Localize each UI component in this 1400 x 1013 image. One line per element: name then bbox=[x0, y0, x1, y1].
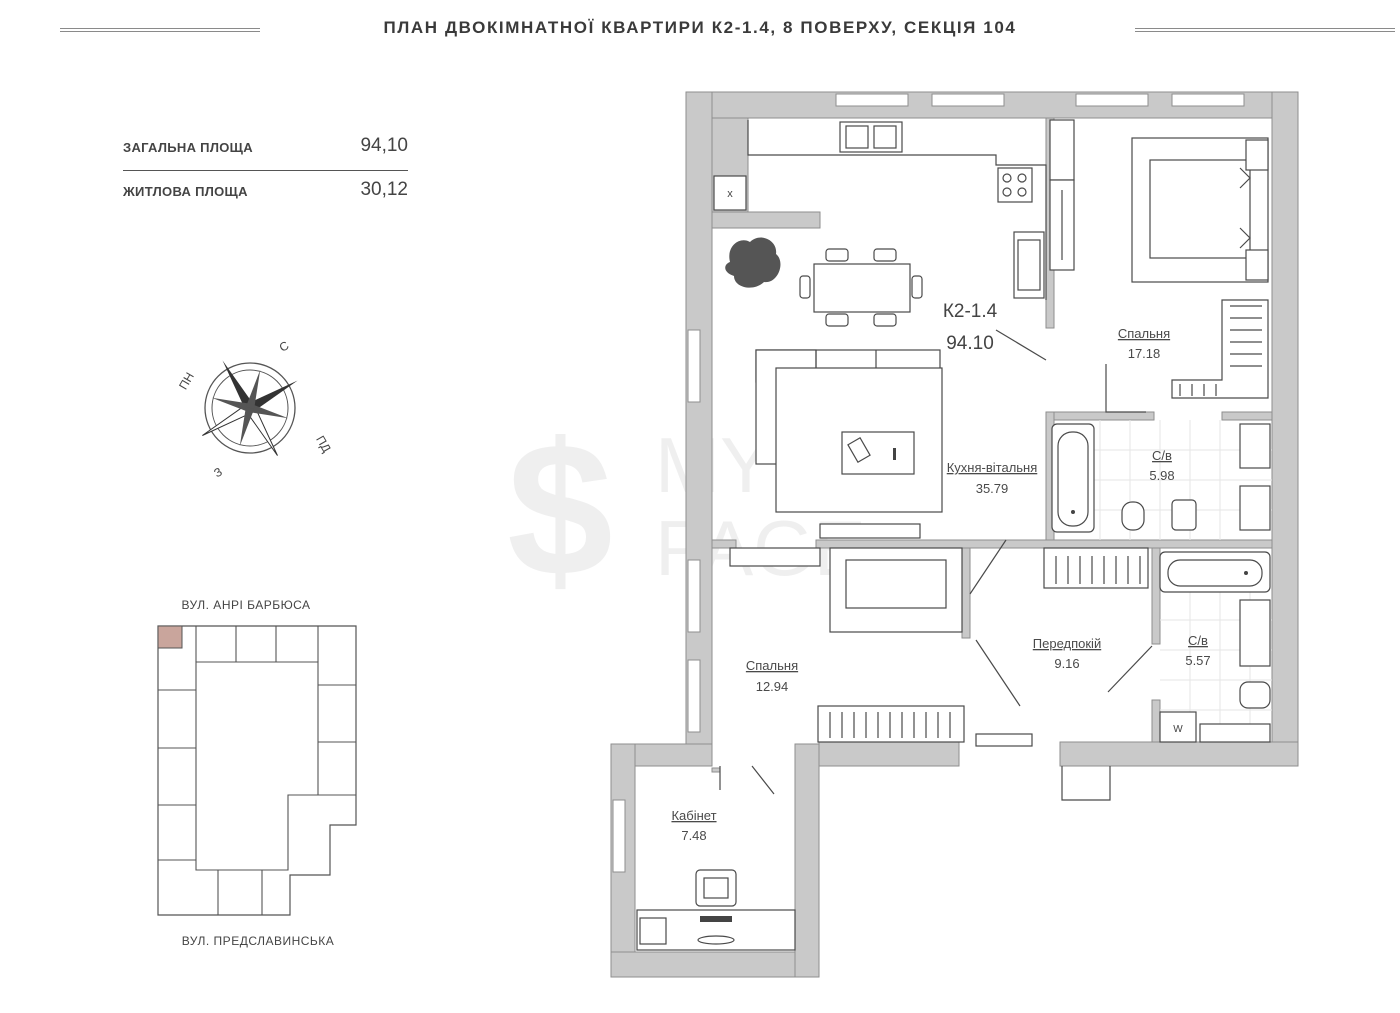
room-name: Передпокій bbox=[1033, 636, 1101, 651]
area-row-living: ЖИТЛОВА ПЛОЩА 30,12 bbox=[123, 176, 408, 220]
room-area: 9.16 bbox=[1054, 656, 1079, 671]
street-label-top: ВУЛ. АНРІ БАРБЮСА bbox=[181, 598, 310, 612]
bathroom-2-fixtures: W bbox=[1159, 551, 1271, 743]
header-rule-left bbox=[60, 28, 260, 32]
area-label: ЖИТЛОВА ПЛОЩА bbox=[123, 184, 248, 199]
bedroom-furniture bbox=[1131, 137, 1269, 399]
header-rule-right bbox=[1135, 28, 1395, 32]
kitchen-furniture: x bbox=[713, 119, 1075, 300]
area-value: 30,12 bbox=[360, 179, 408, 200]
room-name: Кухня-вітальня bbox=[947, 460, 1038, 475]
living-furniture bbox=[725, 237, 943, 539]
windows bbox=[612, 93, 1245, 873]
bathroom-1-fixtures bbox=[1051, 423, 1271, 533]
page-title: ПЛАН ДВОКІМНАТНОЇ КВАРТИРИ К2-1.4, 8 ПОВ… bbox=[383, 18, 1017, 37]
room-name: Кабінет bbox=[671, 808, 716, 823]
compass-label-n: С bbox=[277, 338, 292, 355]
area-label: ЗАГАЛЬНА ПЛОЩА bbox=[123, 140, 253, 155]
site-plan-apartment-marker bbox=[157, 625, 183, 649]
door-swings bbox=[975, 329, 1153, 707]
washer-icon: W bbox=[1173, 724, 1183, 735]
site-plan: ВУЛ. АНРІ БАРБЮСА ВУЛ. ПРЕДСЛАВИНСЬКА bbox=[157, 598, 357, 948]
hallway-furniture bbox=[969, 539, 1149, 801]
unit-code: К2-1.4 bbox=[943, 301, 998, 322]
plant-icon bbox=[725, 237, 781, 288]
svg-text:$: $ bbox=[507, 404, 613, 616]
unit-area: 94.10 bbox=[946, 333, 994, 354]
room-area: 12.94 bbox=[756, 679, 789, 694]
compass-label-ne: ПД bbox=[313, 433, 334, 455]
room-area: 7.48 bbox=[681, 828, 706, 843]
room-name: Спальня bbox=[1118, 326, 1170, 341]
compass-label-nw: ПН bbox=[176, 370, 197, 392]
divider bbox=[123, 170, 408, 171]
room-labels: Спальня 17.18 С/в 5.98 Кухня-вітальня 35… bbox=[671, 326, 1210, 843]
area-value: 94,10 bbox=[360, 135, 408, 156]
bathroom-1-tiles bbox=[1054, 420, 1272, 540]
room-area: 5.57 bbox=[1185, 653, 1210, 668]
compass-rose: С ПД З ПН bbox=[176, 338, 334, 481]
bedroom-2-furniture bbox=[729, 547, 965, 743]
area-row-total: ЗАГАЛЬНА ПЛОЩА 94,10 bbox=[123, 132, 408, 176]
room-area: 5.98 bbox=[1149, 468, 1174, 483]
room-name: С/в bbox=[1188, 633, 1208, 648]
room-area: 17.18 bbox=[1128, 346, 1161, 361]
room-name: С/в bbox=[1152, 448, 1172, 463]
hood-icon: x bbox=[727, 188, 733, 200]
compass-label-s: З bbox=[211, 465, 224, 481]
room-area: 35.79 bbox=[976, 481, 1009, 496]
street-label-bottom: ВУЛ. ПРЕДСЛАВИНСЬКА bbox=[182, 934, 335, 948]
study-furniture bbox=[636, 765, 796, 951]
header: ПЛАН ДВОКІМНАТНОЇ КВАРТИРИ К2-1.4, 8 ПОВ… bbox=[0, 14, 1400, 44]
area-summary: ЗАГАЛЬНА ПЛОЩА 94,10 ЖИТЛОВА ПЛОЩА 30,12 bbox=[123, 132, 408, 220]
bathroom-2-tiles bbox=[1160, 592, 1272, 742]
room-name: Спальня bbox=[746, 658, 798, 673]
watermark-text-1: MY bbox=[655, 421, 772, 509]
